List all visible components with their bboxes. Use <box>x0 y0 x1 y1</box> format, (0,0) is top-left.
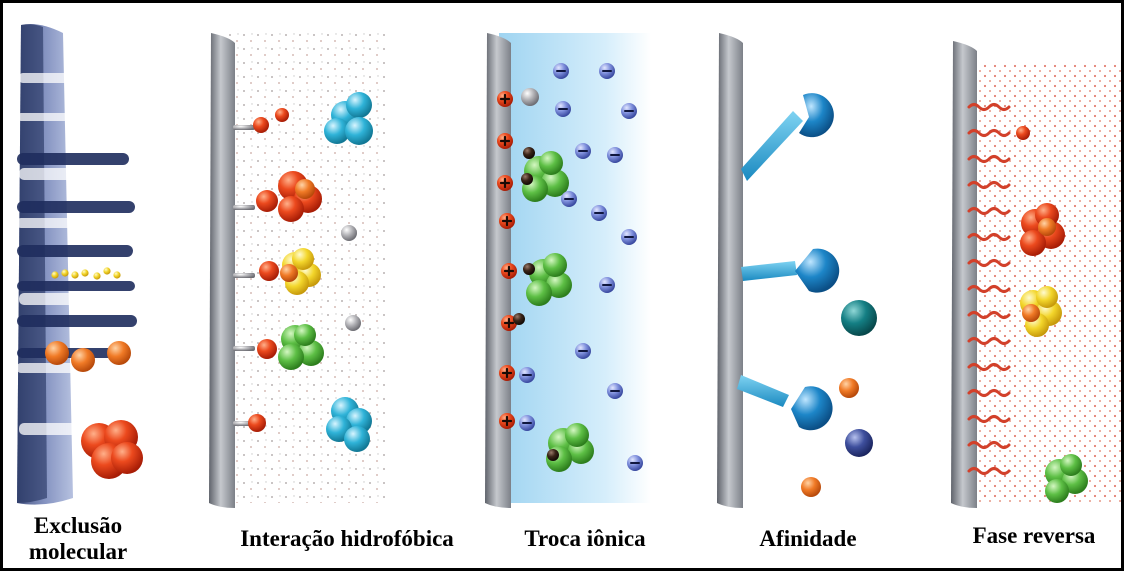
caption-molecular-exclusion: Exclusão molecular <box>17 513 139 565</box>
caption-affinity: Afinidade <box>743 526 873 552</box>
caption-ion-exchange: Troca iônica <box>505 526 665 552</box>
panel-ion-exchange <box>485 33 651 508</box>
panel-molecular-exclusion <box>17 24 143 505</box>
panel-hydrophobic-interaction <box>209 33 385 508</box>
illustration-canvas <box>3 3 1121 568</box>
caption-hydrophobic-interaction: Interação hidrofóbica <box>207 526 487 552</box>
panel-reverse-phase <box>951 41 1121 508</box>
panel-affinity <box>717 33 877 508</box>
caption-reverse-phase: Fase reversa <box>951 523 1117 549</box>
